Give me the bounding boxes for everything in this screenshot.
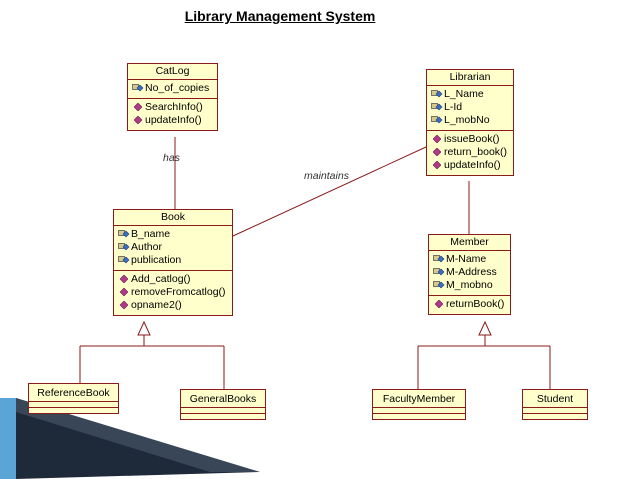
operation-icon bbox=[433, 135, 441, 143]
class-generalbooks-name: GeneralBooks bbox=[181, 390, 265, 408]
attribute-row: L_Name bbox=[430, 88, 510, 101]
class-facultymember-attributes bbox=[373, 408, 465, 414]
attribute-icon bbox=[118, 243, 130, 251]
class-librarian-name: Librarian bbox=[427, 70, 513, 86]
operation-icon bbox=[120, 288, 128, 296]
operation-label: Add_catlog() bbox=[131, 273, 191, 285]
operation-icon bbox=[435, 300, 443, 308]
operation-icon bbox=[134, 116, 142, 124]
operation-label: return_book() bbox=[444, 146, 508, 158]
class-catlog-attributes: No_of_copies bbox=[128, 80, 217, 99]
class-student[interactable]: Student bbox=[522, 389, 588, 420]
attribute-label: M-Name bbox=[446, 253, 487, 265]
attribute-icon bbox=[431, 116, 443, 124]
operation-label: returnBook() bbox=[446, 298, 505, 310]
class-member-name: Member bbox=[429, 235, 510, 251]
operation-icon bbox=[134, 103, 142, 111]
class-librarian-operations: issueBook() return_book() updateInfo() bbox=[427, 131, 513, 175]
association-maintains-label: maintains bbox=[304, 170, 349, 182]
class-referencebook-operations bbox=[29, 408, 118, 413]
attribute-label: B_name bbox=[131, 228, 171, 240]
attribute-row: Author bbox=[117, 241, 229, 254]
attribute-icon bbox=[433, 281, 445, 289]
class-catlog[interactable]: CatLog No_of_copies SearchInfo() updateI… bbox=[127, 63, 218, 131]
operation-icon bbox=[433, 161, 441, 169]
operation-label: issueBook() bbox=[444, 133, 500, 145]
attribute-icon bbox=[118, 230, 130, 238]
class-member-operations: returnBook() bbox=[429, 296, 510, 314]
attribute-label: L_Name bbox=[444, 88, 484, 100]
attribute-icon bbox=[433, 268, 445, 276]
class-member[interactable]: Member M-Name M-Address M_mobno returnBo… bbox=[428, 234, 511, 315]
operation-row: SearchInfo() bbox=[131, 101, 214, 114]
operation-row: updateInfo() bbox=[430, 159, 510, 172]
class-generalbooks-attributes bbox=[181, 408, 265, 414]
class-book[interactable]: Book B_name Author publication Add_catlo… bbox=[113, 209, 233, 316]
attribute-row: L-Id bbox=[430, 101, 510, 114]
operation-row: updateInfo() bbox=[131, 114, 214, 127]
class-librarian[interactable]: Librarian L_Name L-Id L_mobNo issueBook(… bbox=[426, 69, 514, 176]
class-student-name: Student bbox=[523, 390, 587, 408]
attribute-icon bbox=[431, 90, 443, 98]
association-has-label: has bbox=[163, 152, 180, 164]
attribute-icon bbox=[433, 255, 445, 263]
book-inheritance-arrowhead bbox=[137, 320, 151, 336]
attribute-row: M_mobno bbox=[432, 279, 507, 292]
operation-icon bbox=[120, 301, 128, 309]
operation-icon bbox=[433, 148, 441, 156]
attribute-row: M-Name bbox=[432, 253, 507, 266]
attribute-row: No_of_copies bbox=[131, 82, 214, 95]
class-librarian-attributes: L_Name L-Id L_mobNo bbox=[427, 86, 513, 131]
class-catlog-operations: SearchInfo() updateInfo() bbox=[128, 99, 217, 130]
operation-label: SearchInfo() bbox=[145, 101, 203, 113]
attribute-label: No_of_copies bbox=[145, 82, 210, 94]
attribute-row: B_name bbox=[117, 228, 229, 241]
association-maintains-line bbox=[232, 146, 427, 237]
operation-label: updateInfo() bbox=[444, 159, 501, 171]
operation-row: returnBook() bbox=[432, 298, 507, 311]
attribute-label: L_mobNo bbox=[444, 114, 490, 126]
class-student-attributes bbox=[523, 408, 587, 414]
class-referencebook-name: ReferenceBook bbox=[29, 384, 118, 402]
operation-row: opname2() bbox=[117, 299, 229, 312]
class-facultymember-name: FacultyMember bbox=[373, 390, 465, 408]
class-catlog-name: CatLog bbox=[128, 64, 217, 80]
member-inheritance-arrowhead bbox=[478, 320, 492, 336]
attribute-label: L-Id bbox=[444, 101, 463, 113]
attribute-row: publication bbox=[117, 254, 229, 267]
class-generalbooks-operations bbox=[181, 414, 265, 419]
class-member-attributes: M-Name M-Address M_mobno bbox=[429, 251, 510, 296]
attribute-label: Author bbox=[131, 241, 162, 253]
attribute-row: M-Address bbox=[432, 266, 507, 279]
operation-label: removeFromcatlog() bbox=[131, 286, 226, 298]
operation-icon bbox=[120, 275, 128, 283]
class-book-attributes: B_name Author publication bbox=[114, 226, 232, 271]
operation-label: opname2() bbox=[131, 299, 182, 311]
operation-row: Add_catlog() bbox=[117, 273, 229, 286]
operation-row: issueBook() bbox=[430, 133, 510, 146]
attribute-icon bbox=[132, 84, 144, 92]
class-referencebook[interactable]: ReferenceBook bbox=[28, 383, 119, 414]
attribute-label: M-Address bbox=[446, 266, 497, 278]
attribute-label: M_mobno bbox=[446, 279, 493, 291]
class-facultymember[interactable]: FacultyMember bbox=[372, 389, 466, 420]
attribute-row: L_mobNo bbox=[430, 114, 510, 127]
class-generalbooks[interactable]: GeneralBooks bbox=[180, 389, 266, 420]
operation-label: updateInfo() bbox=[145, 114, 202, 126]
attribute-label: publication bbox=[131, 254, 182, 266]
operation-row: removeFromcatlog() bbox=[117, 286, 229, 299]
page-title: Library Management System bbox=[184, 8, 376, 24]
slide-accent-blue bbox=[0, 398, 16, 479]
operation-row: return_book() bbox=[430, 146, 510, 159]
class-referencebook-attributes bbox=[29, 402, 118, 408]
class-book-operations: Add_catlog() removeFromcatlog() opname2(… bbox=[114, 271, 232, 315]
class-facultymember-operations bbox=[373, 414, 465, 419]
class-student-operations bbox=[523, 414, 587, 419]
slide-accent-shadow bbox=[16, 398, 260, 472]
class-book-name: Book bbox=[114, 210, 232, 226]
attribute-icon bbox=[431, 103, 443, 111]
attribute-icon bbox=[118, 256, 130, 264]
